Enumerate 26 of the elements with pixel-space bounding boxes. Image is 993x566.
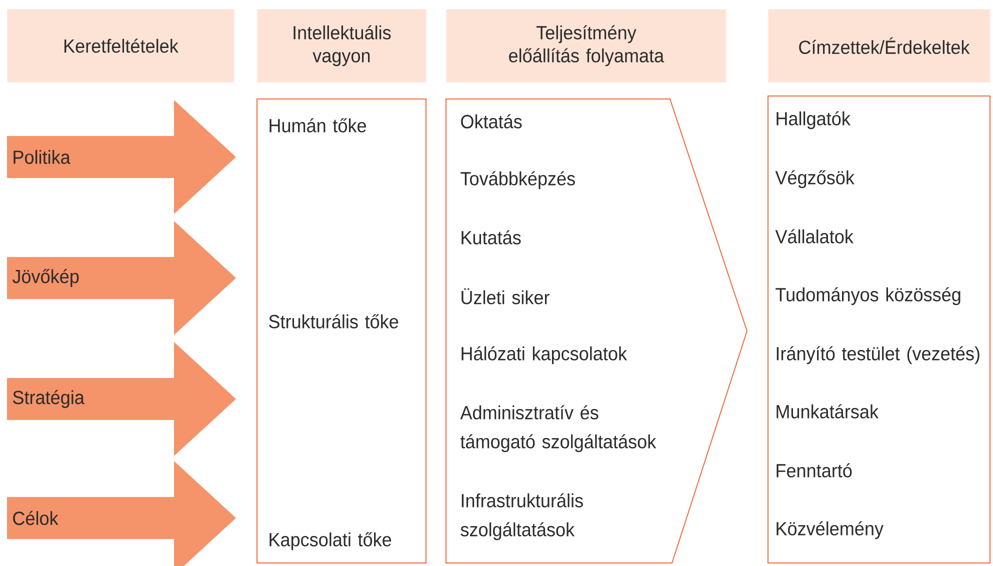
- list-item: Végzősök: [775, 170, 854, 188]
- header-band: Címzettek/Érdekeltek: [768, 9, 990, 82]
- pointed-banner: Célok: [7, 461, 236, 566]
- list-item: Humán tőke: [270, 118, 366, 132]
- list-item: Közvélemény: [776, 521, 884, 540]
- pointed-banner: Jövőkép: [7, 221, 236, 335]
- list-item: Munkatársak: [776, 404, 879, 418]
- header-band: Teljesítmény előállítás folyamata: [446, 9, 726, 82]
- pointed-banner: Politika: [7, 100, 236, 214]
- list-item: Kapcsolati tőke: [270, 532, 392, 550]
- list-item: Tudományos közösség: [776, 287, 960, 306]
- header-band: Keretfeltételek: [7, 9, 234, 82]
- list-item: Üzleti siker: [462, 288, 550, 304]
- header-band: Intellektuális vagyon: [257, 9, 426, 82]
- list-item: Irányító testület (vezetés): [776, 346, 980, 364]
- list-item: Kutatás: [462, 230, 521, 244]
- list-item: Strukturális tőke: [269, 314, 398, 328]
- list-item: Hallgatók: [776, 111, 850, 130]
- list-item: Hálózati kapcsolatok: [462, 346, 628, 364]
- list-item: Fenntartó: [776, 463, 852, 478]
- pointed-banner: Stratégia: [7, 342, 236, 456]
- list-item: Infrastrukturális szolgáltatások: [460, 493, 583, 540]
- list-item: Oktatás: [461, 114, 522, 128]
- list-item: Adminisztratív és támogató szolgáltatások: [460, 405, 656, 452]
- list-item: Vállalatok: [775, 229, 854, 244]
- list-item: Továbbképzés: [460, 171, 575, 190]
